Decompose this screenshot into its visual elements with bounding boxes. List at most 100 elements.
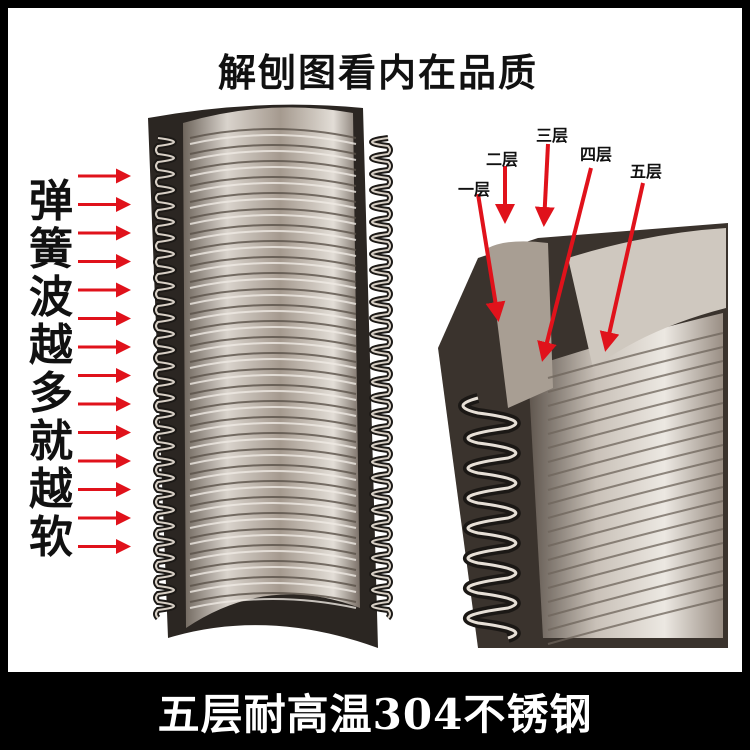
right-rib [547,430,724,477]
side-vertical-text: 弹 簧 波 越 多 就 越 软 [22,178,80,562]
left-wave-outer-edge [155,137,175,619]
left-rib [189,368,357,379]
right-wave-outer-edge [371,137,391,619]
left-rib-highlight [189,246,357,257]
right-hose-body [528,313,723,638]
left-rib [189,256,357,267]
layer-1-arrow [476,193,506,322]
right-rib [547,360,724,407]
page-title: 解刨图看内在品质 [218,51,539,95]
left-rib-highlight [189,326,357,337]
left-hose-ribs [189,128,357,609]
left-rib-highlight [189,438,357,449]
left-rib-highlight [189,278,357,289]
side-char: 多 [29,368,73,419]
side-char: 软 [29,512,73,563]
left-rib [189,320,357,331]
left-rib [189,592,357,603]
layer-label-3: 三层 [536,126,569,145]
left-rib [189,336,357,347]
right-rib [547,486,724,533]
left-rib [189,240,357,251]
left-rib-highlight [189,198,357,209]
footer-text: 五层耐高温304不锈钢 [157,689,593,739]
left-rib [189,576,357,587]
right-rib [547,598,724,645]
left-rib-highlight [189,294,357,305]
right-rib [547,444,724,491]
left-rib [189,496,357,507]
left-rib [189,288,357,299]
left-rib-highlight [189,454,357,465]
left-rib [189,544,357,555]
content-panel: 解刨图看内在品质 弹 簧 波 越 多 就 越 软 一层 二层 三层 四层 五层 [8,8,742,672]
left-rib [189,464,357,475]
illustration-canvas [78,104,728,648]
side-char: 就 [29,416,73,467]
left-rib-highlight [189,470,357,481]
left-rib-highlight [189,374,357,385]
left-rib [189,528,357,539]
right-rib [547,346,724,393]
right-rib [547,402,724,449]
left-hose-photo [148,104,393,648]
right-hose-outer-layers [488,241,553,408]
left-rib-highlight [189,342,357,353]
left-rib [189,208,357,219]
side-char: 越 [29,320,73,371]
left-rib [189,176,357,187]
layer-label-2: 二层 [486,150,519,169]
left-rib [189,512,357,523]
left-rib [189,144,357,155]
left-rib-highlight [189,486,357,497]
right-rib [547,416,724,463]
left-rib [189,560,357,571]
left-rib-highlight [189,230,357,241]
left-rib-highlight [189,182,357,193]
right-rib [547,542,724,589]
left-rib [189,384,357,395]
side-char: 弹 [29,176,73,227]
layer-label-5: 五层 [630,162,663,181]
right-rib [547,388,724,435]
left-rib [189,432,357,443]
right-rib [547,556,724,603]
layer-arrows [476,143,645,362]
layer-label-4: 四层 [580,145,613,164]
left-rib-highlight [189,566,357,577]
left-rib-highlight [189,534,357,545]
left-rib-highlight [189,166,357,177]
right-hose-photo [438,223,728,648]
left-rib-highlight [189,310,357,321]
right-rib [547,374,724,421]
left-rib-highlight [189,358,357,369]
left-rib [189,128,357,139]
right-rib [547,584,724,631]
right-rib [547,472,724,519]
left-rib-highlight [189,214,357,225]
left-rib [189,416,357,427]
right-hose-ribs [547,332,724,645]
left-rib-highlight [189,262,357,273]
left-hose-spring-waves [153,135,393,621]
layer-3-arrow [534,143,555,227]
left-rib [189,272,357,283]
layer-4-arrow [537,167,593,362]
layer-5-arrow [599,182,645,352]
side-char: 簧 [29,224,73,275]
footer-banner: 五层耐高温304不锈钢 [0,672,750,750]
right-rib [547,570,724,617]
left-rib-highlight [189,598,357,609]
left-rib [189,192,357,203]
right-wave-light [461,396,518,640]
right-rib [547,500,724,547]
left-rib-highlight [189,550,357,561]
left-hose-body [183,107,360,628]
right-rib [547,458,724,505]
left-rib-highlight [189,406,357,417]
left-rib [189,304,357,315]
side-char: 波 [29,272,73,323]
side-char: 越 [29,464,73,515]
right-rib [547,514,724,561]
